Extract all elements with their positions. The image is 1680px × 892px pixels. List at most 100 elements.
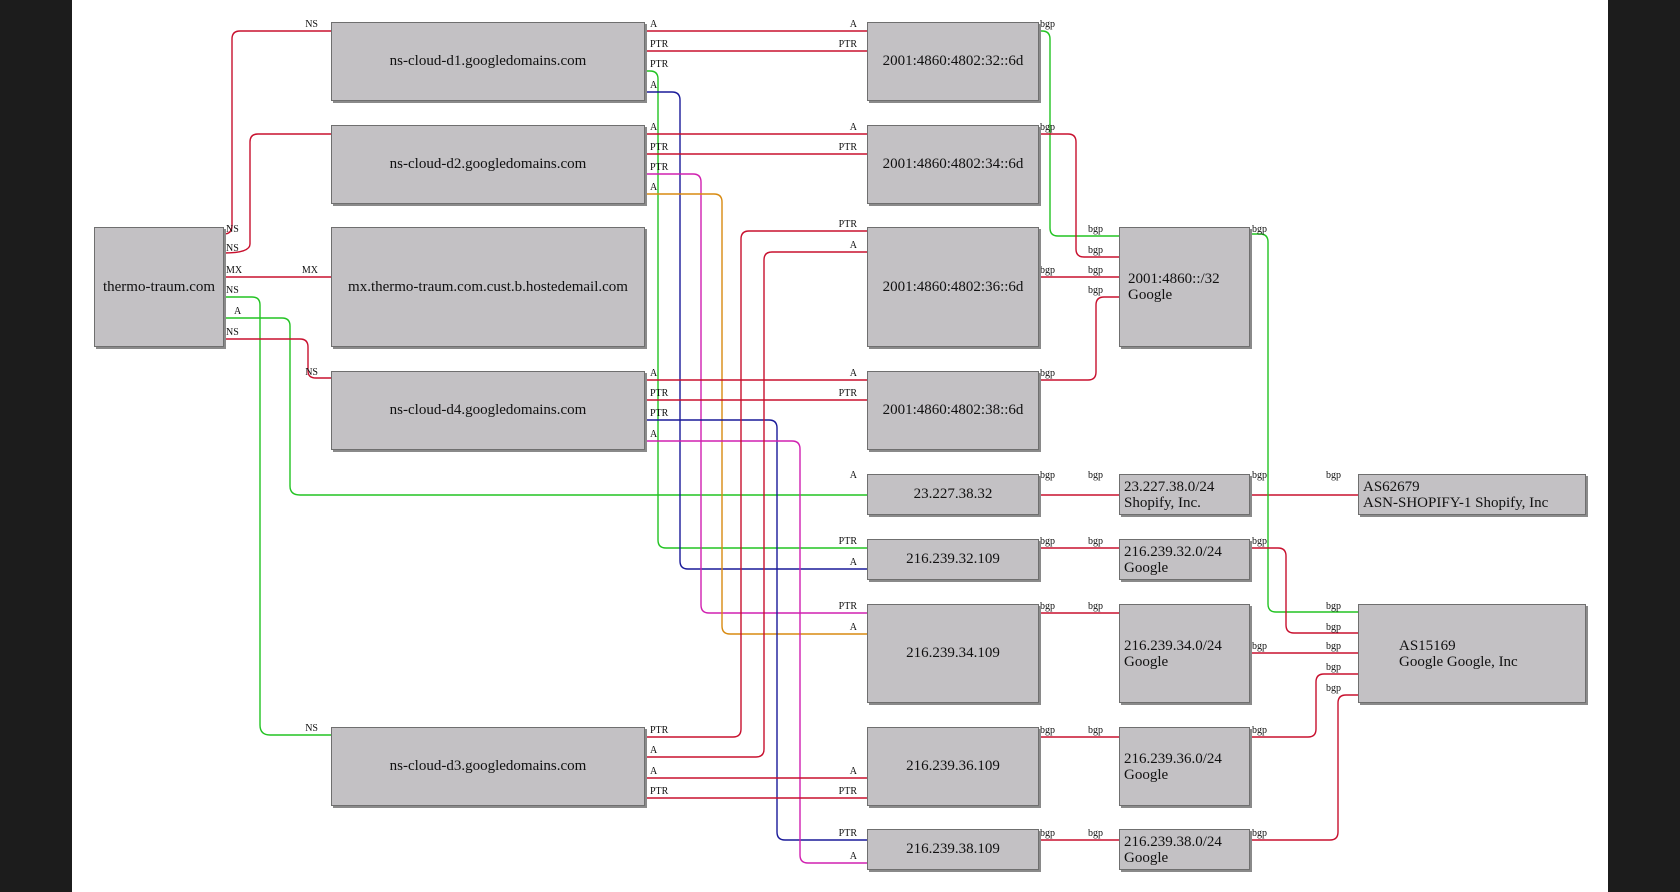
node-label-line2: Google Google, Inc xyxy=(1399,653,1518,670)
edge-label-ns: NS xyxy=(305,367,318,378)
edge-label-a: A xyxy=(850,766,858,777)
node-label: mx.thermo-traum.com.cust.b.hostedemail.c… xyxy=(348,278,628,295)
edge-label-bgp: bgp xyxy=(1088,285,1103,296)
edge-label-bgp: bgp xyxy=(1040,725,1055,736)
edge-label-ptr: PTR xyxy=(650,59,669,70)
edge-label-a: A xyxy=(650,182,658,193)
node-ipv4-32[interactable]: 216.239.32.109 xyxy=(867,539,1039,580)
node-label-line1: 216.239.32.0/24 xyxy=(1124,543,1222,560)
edge-label-ns: NS xyxy=(226,243,239,254)
edge-label-bgp: bgp xyxy=(1326,683,1341,694)
node-label: ns-cloud-d3.googledomains.com xyxy=(389,758,587,774)
edge-label-bgp: bgp xyxy=(1040,828,1055,839)
edge-label-bgp: bgp xyxy=(1040,601,1055,612)
edge-label-ns: NS xyxy=(226,327,239,338)
node-label-line2: Google xyxy=(1124,653,1169,670)
edge-label-bgp: bgp xyxy=(1040,368,1055,379)
node-label: 2001:4860:4802:36::6d xyxy=(882,278,1024,295)
node-label-line1: 23.227.38.0/24 xyxy=(1124,478,1215,495)
edge-d1-ptr-v4 xyxy=(645,70,867,549)
node-label: 216.239.32.109 xyxy=(906,551,1000,567)
node-mx-hostedemail[interactable]: mx.thermo-traum.com.cust.b.hostedemail.c… xyxy=(331,227,645,347)
edge-bgp-ip34 xyxy=(1039,133,1119,258)
edge-label-a: A xyxy=(850,240,858,251)
edge-label-a: A xyxy=(650,19,658,30)
node-label: 2001:4860:4802:34::6d xyxy=(882,156,1024,172)
node-label: ns-cloud-d1.googledomains.com xyxy=(389,53,587,69)
edge-label-bgp: bgp xyxy=(1088,224,1103,235)
edge-label-bgp: bgp xyxy=(1040,470,1055,481)
edge-label-a: A xyxy=(650,745,658,756)
edge-label-a: A xyxy=(850,622,858,633)
edge-label-bgp: bgp xyxy=(1040,19,1055,30)
node-ns-cloud-d4[interactable]: ns-cloud-d4.googledomains.com xyxy=(331,371,645,450)
node-ipv6-38[interactable]: 2001:4860:4802:38::6d xyxy=(867,371,1039,450)
node-ipv4-shopify[interactable]: 23.227.38.32 xyxy=(867,474,1039,515)
edge-ns-d1 xyxy=(223,30,331,235)
edge-label-bgp: bgp xyxy=(1252,641,1267,652)
edge-label-a: A xyxy=(850,122,858,133)
node-ns-cloud-d2[interactable]: ns-cloud-d2.googledomains.com xyxy=(331,125,645,204)
edge-d3-a xyxy=(645,251,867,758)
edge-label-ptr: PTR xyxy=(839,786,858,797)
node-ipv4-34[interactable]: 216.239.34.109 xyxy=(867,604,1039,703)
edge-bgp-ip38 xyxy=(1039,296,1119,381)
node-ipv4-36[interactable]: 216.239.36.109 xyxy=(867,727,1039,806)
edge-label-ptr: PTR xyxy=(650,725,669,736)
edge-d1-a-v4 xyxy=(645,91,867,570)
edge-label-bgp: bgp xyxy=(1088,245,1103,256)
edge-label-ptr: PTR xyxy=(650,162,669,173)
edge-label-a: A xyxy=(650,766,658,777)
node-ipv6-34[interactable]: 2001:4860:4802:34::6d xyxy=(867,125,1039,204)
edge-label-bgp: bgp xyxy=(1326,641,1341,652)
node-label-line1: 216.239.38.0/24 xyxy=(1124,833,1222,850)
node-label: 216.239.38.109 xyxy=(906,841,1000,857)
node-label: thermo-traum.com xyxy=(102,278,216,295)
edge-label-ptr: PTR xyxy=(650,142,669,153)
edge-label-bgp: bgp xyxy=(1252,828,1267,839)
edge-label-ptr: PTR xyxy=(839,536,858,547)
edge-label-ptr: PTR xyxy=(650,388,669,399)
node-label: ns-cloud-d4.googledomains.com xyxy=(389,402,587,418)
edge-label-mx: MX xyxy=(302,265,319,276)
edge-label-ptr: PTR xyxy=(839,39,858,50)
edge-label-bgp: bgp xyxy=(1088,265,1103,276)
edge-label-bgp: bgp xyxy=(1040,265,1055,276)
edge-label-bgp: bgp xyxy=(1088,828,1103,839)
edge-label-bgp: bgp xyxy=(1252,470,1267,481)
node-label: 2001:4860:4802:38::6d xyxy=(882,402,1024,418)
edge-label-bgp: bgp xyxy=(1326,622,1341,633)
edge-label-mx: MX xyxy=(226,265,243,276)
edge-label-ns: NS xyxy=(305,19,318,30)
edge-label-bgp: bgp xyxy=(1326,601,1341,612)
node-label-line2: Shopify, Inc. xyxy=(1124,494,1201,511)
node-label-line1: AS15169 xyxy=(1399,637,1456,654)
edge-d2-ptr-v4 xyxy=(645,173,867,614)
edge-label-bgp: bgp xyxy=(1326,470,1341,481)
node-label-line1: 2001:4860::/32 xyxy=(1128,271,1220,287)
node-ipv6-36[interactable]: 2001:4860:4802:36::6d xyxy=(867,227,1039,347)
edge-label-ptr: PTR xyxy=(650,786,669,797)
node-ipv4-38[interactable]: 216.239.38.109 xyxy=(867,829,1039,870)
edge-label-a: A xyxy=(850,368,858,379)
edge-as-net6 xyxy=(1250,233,1358,613)
node-ns-cloud-d1[interactable]: ns-cloud-d1.googledomains.com xyxy=(331,22,645,101)
node-label: 2001:4860:4802:32::6d xyxy=(882,53,1024,69)
node-label: 216.239.34.109 xyxy=(906,645,1000,661)
node-ipv6-32[interactable]: 2001:4860:4802:32::6d xyxy=(867,22,1039,101)
edge-d2-a-v4 xyxy=(645,193,867,635)
node-label-line2: Google xyxy=(1128,287,1173,303)
edge-label-bgp: bgp xyxy=(1252,536,1267,547)
node-thermo-traum[interactable]: thermo-traum.com xyxy=(94,227,224,347)
node-ns-cloud-d3[interactable]: ns-cloud-d3.googledomains.com xyxy=(331,727,645,806)
edge-d4-ptr-v4 xyxy=(645,419,867,841)
